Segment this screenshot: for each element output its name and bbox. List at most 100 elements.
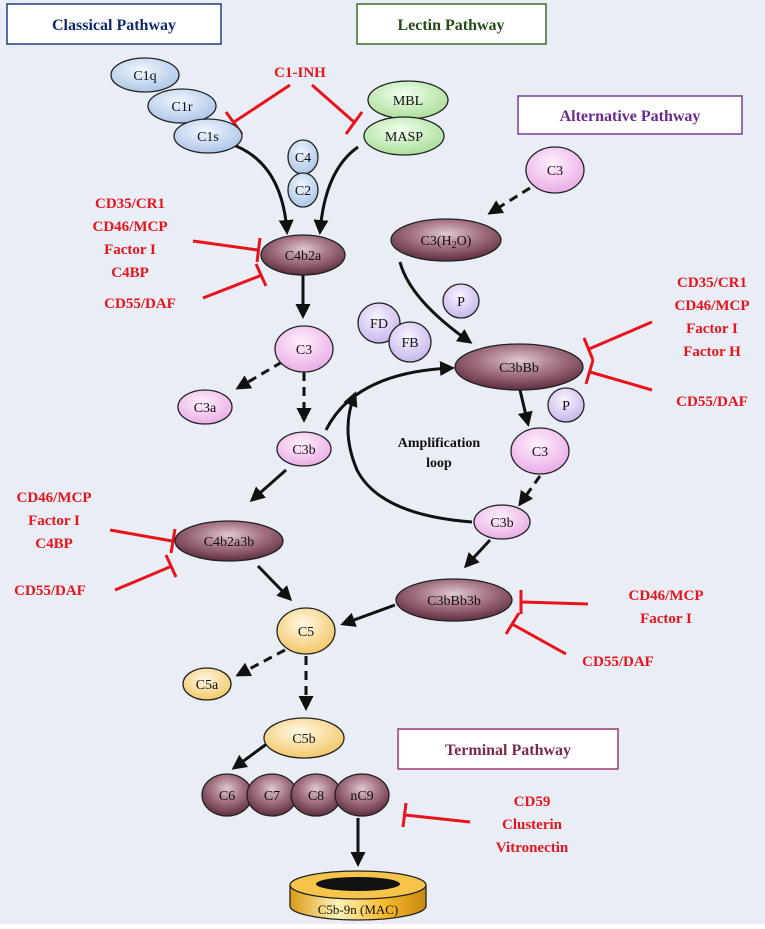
c3bbb-daf-text: CD55/DAF (676, 394, 748, 410)
mac-complex: C5b-9n (MAC) (289, 870, 427, 921)
lectin-pathway-title: Lectin Pathway (397, 17, 504, 34)
inhibit-bar-c4b2a3b-daf (164, 554, 178, 578)
c5-node: C5 (276, 607, 336, 655)
inhibit-daf-to-c4b2a (202, 273, 263, 300)
c3-alt-node: C3 (525, 146, 585, 194)
c3h2o-suffix: O) (457, 234, 472, 249)
inhibit-daf-to-c3bbb (589, 370, 653, 392)
inhibit-bar-c4b2a3b (169, 528, 177, 554)
amplification-loop-label-1: Amplification (398, 436, 481, 451)
c5-label: C5 (298, 625, 314, 640)
properdin-node-2: P (547, 387, 585, 423)
c6-label: C6 (219, 789, 235, 804)
c3b-amp-node: C3b (473, 504, 531, 540)
fb-label: FB (401, 336, 418, 351)
c3bbb-inhibitor-2: CD46/MCP (675, 298, 750, 314)
c2-node: C2 (287, 172, 319, 208)
inhibition-lines (109, 83, 653, 828)
c3a-label: C3a (194, 401, 217, 416)
c3bbb-node: C3bBb (454, 343, 584, 391)
inhibit-bar-c3bbb-daf (584, 359, 595, 385)
c2-label: C2 (295, 184, 311, 199)
inhibit-c1inh-to-c1s (233, 83, 291, 124)
c1q-label: C1q (133, 69, 156, 84)
arrow-c3b-to-c3bbb3b (463, 538, 492, 569)
inhibit-bar-c3bbb (582, 337, 595, 361)
inhibit-bar-c9 (401, 802, 408, 828)
c1r-label: C1r (172, 100, 193, 115)
arrow-c5-to-c5a (235, 648, 286, 677)
nc9-node: nC9 (334, 773, 390, 817)
mbl-node: MBL (367, 80, 449, 120)
c3b-classical-label: C3b (292, 443, 315, 458)
inhibit-bar-c4b2a (255, 237, 262, 263)
c4b2a-inhibitor-1: CD35/CR1 (95, 196, 165, 212)
c4b2a3b-inhibitor-3: C4BP (35, 536, 73, 552)
c1q-node: C1q (110, 57, 180, 93)
c4b2a3b-daf-text: CD55/DAF (14, 583, 86, 599)
mac-label: C5b-9n (MAC) (318, 902, 399, 917)
c3h2o-prefix: C3(H (421, 234, 452, 249)
c4b2a3b-label: C4b2a3b (204, 535, 255, 550)
c1s-label: C1s (197, 130, 219, 145)
c4b2a3b-inhibitor-1: CD46/MCP (17, 490, 92, 506)
c6-node: C6 (201, 773, 253, 817)
c8-label: C8 (308, 789, 324, 804)
c4b2a-node: C4b2a (260, 234, 346, 276)
inhibit-c1inh-to-masp (311, 83, 355, 124)
nc9-label: nC9 (350, 789, 373, 804)
inhibit-bar-c4b2a-daf (254, 263, 268, 287)
c3a-node: C3a (177, 389, 233, 425)
c1r-node: C1r (147, 88, 217, 124)
c3bbb-inhibitor-1: CD35/CR1 (677, 275, 747, 291)
inhibit-group-to-c4b2a (192, 239, 259, 252)
inhibit-group-to-c4b2a3b (109, 528, 173, 543)
mac-inhibitor-2: Clusterin (502, 817, 563, 833)
flow-arrows (227, 141, 542, 867)
properdin-label-1: P (457, 295, 465, 310)
arrow-c3-to-c3a (235, 360, 283, 390)
inhibit-daf-to-c4b2a3b (114, 564, 173, 592)
arrow-c3bbb-to-c3 (517, 389, 533, 427)
inhibit-group-to-c9 (404, 813, 471, 824)
c3bbb3b-node: C3bBb3b (395, 578, 513, 622)
c4-label: C4 (295, 151, 311, 166)
c3bbb3b-inhibitor-2: Factor I (640, 611, 692, 627)
amplification-loop-arrow (343, 391, 473, 524)
amplification-loop-label-2: loop (426, 456, 452, 471)
alternative-pathway-box: Alternative Pathway (517, 95, 743, 135)
alternative-pathway-title: Alternative Pathway (560, 108, 701, 125)
c3b-amp-label: C3b (490, 516, 513, 531)
c4b2a3b-inhibitor-2: Factor I (28, 513, 80, 529)
c5b-node: C5b (263, 717, 345, 759)
c4b2a3b-node: C4b2a3b (174, 520, 284, 562)
c4b2a-daf-text: CD55/DAF (104, 296, 176, 312)
classical-pathway-title: Classical Pathway (52, 17, 176, 34)
c3-amp-node: C3 (510, 427, 570, 475)
c5a-node: C5a (182, 667, 232, 701)
c3h2o-subscript: 2 (452, 240, 457, 251)
c4-node: C4 (287, 139, 319, 175)
arrow-c3b-to-c4b2a3b (249, 468, 287, 502)
c3bbb-inhibitor-4: Factor H (683, 344, 741, 360)
terminal-pathway-box: Terminal Pathway (397, 728, 619, 770)
masp-node: MASP (363, 116, 445, 156)
fd-label: FD (370, 317, 388, 332)
c3bbb-inhibitor-3: Factor I (686, 321, 738, 337)
inhibit-bar-masp (344, 111, 364, 135)
c5a-label: C5a (196, 678, 219, 693)
inhibit-group-to-c3bbb (588, 320, 653, 351)
c3-classical-label: C3 (296, 343, 312, 358)
arrow-c3bbb3b-to-c5 (340, 603, 396, 627)
fb-node: FB (388, 321, 432, 363)
inhibit-group-to-c3bbb3b (521, 600, 589, 606)
arrow-c4b2a3b-to-c5 (256, 564, 293, 602)
arrow-c1s-to-c4b2a (227, 141, 294, 235)
properdin-label-2: P (562, 399, 570, 414)
c3bbb3b-label: C3bBb3b (427, 594, 481, 609)
c3bbb-label: C3bBb (499, 361, 539, 376)
c4b2a-label: C4b2a (285, 249, 322, 264)
